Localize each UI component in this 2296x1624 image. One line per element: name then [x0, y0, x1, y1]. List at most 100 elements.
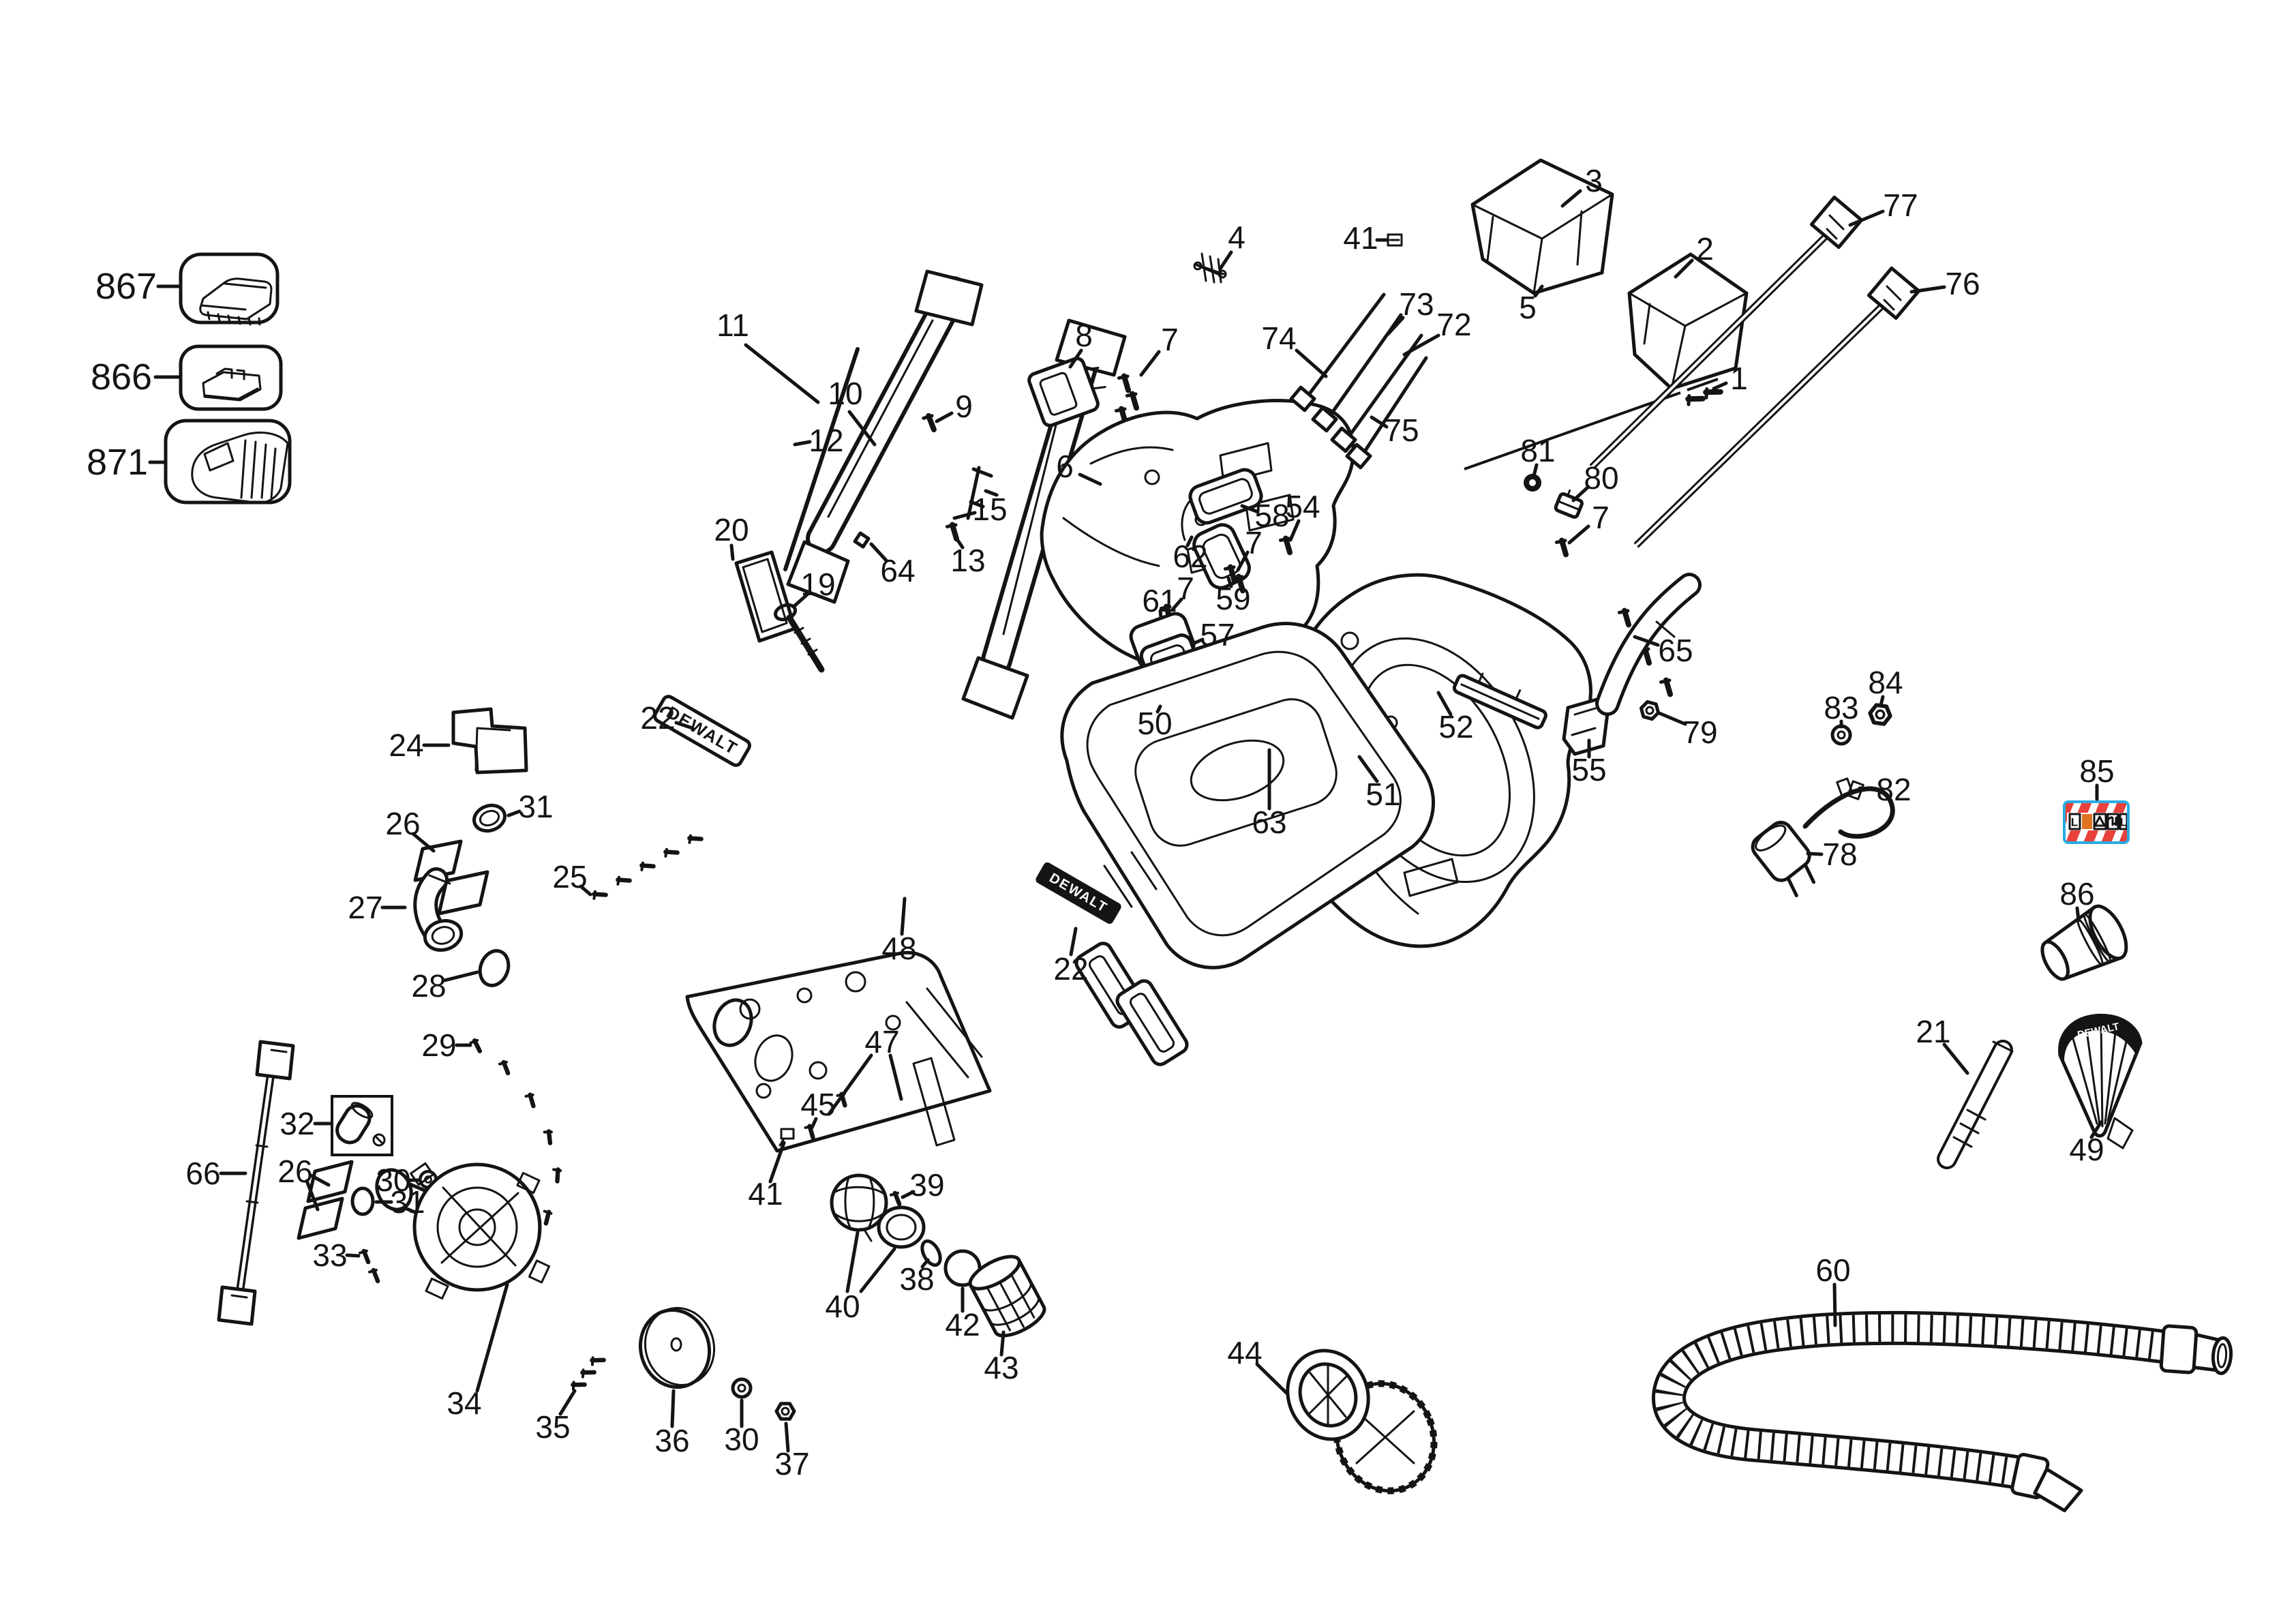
leader-line-2: [1674, 258, 1694, 279]
part-bracket-15: [966, 466, 999, 520]
part-callout-75: 75: [1384, 412, 1419, 448]
part-callout-72: 72: [1436, 307, 1471, 342]
part-callout-1: 1: [1730, 361, 1748, 396]
part-callout-47: 47: [864, 1024, 899, 1059]
part-callout-49: 49: [2069, 1132, 2104, 1167]
part-pads-26b: [297, 1160, 354, 1240]
part-callout-10: 10: [828, 376, 862, 411]
part-canister-48: [1060, 622, 1436, 969]
part-callout-51: 51: [1365, 777, 1400, 812]
hose-ribs: [1655, 1314, 2180, 1486]
leader-line-19: [791, 592, 809, 609]
leader-line-9: [935, 411, 954, 423]
leader-line-1: [1712, 381, 1728, 391]
part-warning-label-85: L L: [2063, 800, 2130, 844]
part-callout-867: 867: [95, 266, 157, 307]
part-hose-60: [1652, 1310, 2233, 1513]
leader-line-7: [1567, 524, 1590, 545]
leader-line-22: [674, 721, 695, 730]
part-callout-52: 52: [1438, 709, 1473, 745]
part-callout-33: 33: [312, 1237, 347, 1273]
part-pads-26a: [413, 839, 489, 916]
leader-line-57: [1191, 637, 1205, 646]
cone-spout: [2106, 1117, 2134, 1149]
part-callout-37: 37: [774, 1446, 809, 1482]
leader-line-37: [784, 1422, 790, 1453]
part-callout-9: 9: [955, 389, 973, 424]
part-callout-7: 7: [1245, 525, 1263, 560]
warning-letter-right: L: [2120, 816, 2127, 829]
screw-64: [853, 531, 871, 549]
part-wand-65: [1595, 573, 1702, 716]
part-callout-83: 83: [1824, 690, 1858, 725]
part-callout-82: 82: [1876, 772, 1911, 807]
part-callout-30: 30: [724, 1422, 759, 1457]
leader-line-6: [1078, 472, 1102, 486]
clear-rod: [912, 1057, 956, 1147]
part-callout-6: 6: [1056, 449, 1074, 484]
leader-line-44: [1255, 1362, 1289, 1396]
part-callout-2: 2: [1696, 231, 1714, 267]
leader-line-84: [1879, 695, 1885, 707]
leader-line-72: [1402, 333, 1440, 357]
part-hose-adapter-86: [2040, 904, 2128, 981]
part-callout-55: 55: [1571, 752, 1606, 787]
leader-line-40: [859, 1247, 896, 1293]
leader-line-34: [475, 1282, 509, 1393]
part-strip-5: [1464, 378, 1719, 470]
leader-line-7: [1236, 550, 1250, 572]
warning-letter-left: L: [2071, 816, 2078, 829]
part-callout-81: 81: [1520, 433, 1555, 468]
part-callout-25: 25: [552, 859, 587, 894]
leader-line-79: [1657, 711, 1687, 726]
part-switch-8: [1027, 357, 1106, 427]
leader-line-7: [1170, 597, 1183, 612]
part-callout-26: 26: [277, 1154, 312, 1189]
part-callout-3: 3: [1585, 163, 1603, 198]
cone-brand-band: [2059, 1015, 2141, 1061]
leader-line-41: [768, 1141, 786, 1184]
leader-line-38: [920, 1258, 930, 1269]
leader-line-10: [847, 410, 877, 447]
part-callout-60: 60: [1815, 1252, 1850, 1288]
leader-line-31: [507, 809, 522, 817]
part-callout-866: 866: [91, 357, 152, 397]
part-wire-lead-75: [1345, 356, 1428, 470]
part-filter-assembly-44: [1286, 1349, 1438, 1494]
part-clamp-ring-31a: [472, 803, 507, 833]
part-rod-77: [1589, 195, 1864, 470]
leader-line-3: [1560, 189, 1582, 208]
part-callout-8: 8: [1075, 318, 1093, 353]
leader-line-26: [305, 1179, 320, 1212]
part-capacitor-box-32: [331, 1095, 393, 1156]
part-callout-22: 22: [1053, 951, 1088, 987]
leader-line-64: [869, 542, 888, 562]
leader-line-20: [729, 543, 735, 561]
part-callout-42: 42: [945, 1307, 980, 1342]
part-rod-76: [1633, 266, 1921, 548]
part-callout-38: 38: [899, 1261, 934, 1297]
leader-line-59: [1226, 576, 1233, 588]
leader-line-15: [952, 511, 977, 520]
part-callout-40: 40: [825, 1289, 860, 1324]
part-callout-12: 12: [809, 423, 843, 458]
part-callout-66: 66: [185, 1156, 220, 1191]
leader-line-26: [411, 832, 436, 853]
part-wire-lead-74: [1289, 292, 1386, 412]
leader-line-45: [810, 1117, 818, 1130]
power-cord: [1802, 786, 1895, 839]
part-callout-50: 50: [1137, 706, 1172, 741]
part-callout-29: 29: [421, 1027, 456, 1063]
leader-line-54: [1288, 519, 1301, 542]
part-rod-66: [217, 1040, 295, 1326]
part-callout-32: 32: [280, 1106, 314, 1141]
part-callout-79: 79: [1682, 715, 1717, 750]
part-latch-b: [1115, 979, 1189, 1066]
part-callout-86: 86: [2059, 876, 2094, 912]
part-callout-7: 7: [1177, 571, 1194, 606]
leader-line-81: [1532, 463, 1539, 478]
part-callout-64: 64: [880, 553, 915, 588]
leader-line-80: [1571, 485, 1590, 502]
leader-line-36: [670, 1389, 676, 1428]
